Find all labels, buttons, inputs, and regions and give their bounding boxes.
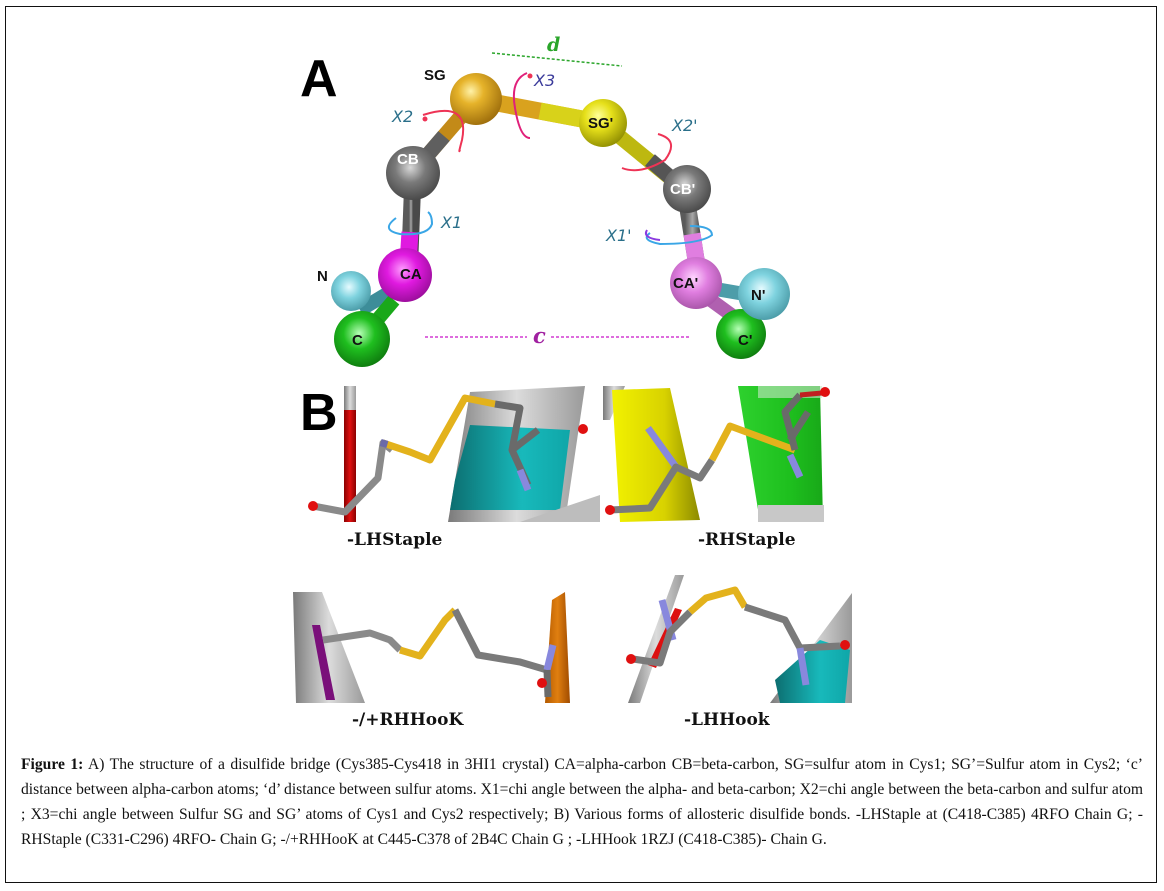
x3-rotation-arrow xyxy=(512,72,531,139)
subfigure-label-rhstaple: -RHStaple xyxy=(698,530,796,550)
c-distance-label: c xyxy=(533,323,546,348)
stick-nitrogen-small xyxy=(379,439,389,448)
subfigure-lhstaple: -LHStaple xyxy=(308,386,600,550)
atom-n xyxy=(331,271,371,311)
subfigure-rhstaple: -RHStaple xyxy=(603,386,830,550)
panel-a-letter: A xyxy=(300,50,338,108)
label-ca: CA xyxy=(400,266,422,283)
chi-label-x2: X2 xyxy=(391,107,413,126)
chi-label-x3: X3 xyxy=(533,71,555,90)
figure-frame xyxy=(5,6,1157,883)
stick-nitrogen xyxy=(645,425,679,470)
stick-branch xyxy=(509,427,541,453)
ribbon-cyan-sheet xyxy=(450,425,570,510)
chi-label-x2-prime: X2' xyxy=(671,116,698,135)
figure-1: A d c SG SG' CB xyxy=(293,34,852,730)
stick-nitrogen xyxy=(516,468,532,492)
stick-disulfide-hook xyxy=(398,607,458,660)
ribbon-yellow-sheet xyxy=(612,388,700,522)
atom-c-prime xyxy=(716,309,766,359)
label-sg-prime: SG' xyxy=(588,115,613,132)
ribbon-green-sheet xyxy=(738,386,823,522)
stick-nitrogen xyxy=(786,453,804,479)
stick-nitrogen xyxy=(543,644,557,671)
stick-oxygen xyxy=(799,390,823,398)
panel-a: A d c SG SG' CB xyxy=(300,34,790,367)
x1-rotation-arrow xyxy=(388,211,434,236)
stick-nitrogen xyxy=(796,647,810,686)
d-distance-label: d xyxy=(547,34,560,56)
chi-label-x1-prime: X1' xyxy=(605,226,632,245)
figure-caption: Figure 1: A) The structure of a disulfid… xyxy=(21,752,1143,852)
label-sg: SG xyxy=(424,67,446,84)
oxygen-atom xyxy=(605,505,615,515)
oxygen-atom xyxy=(626,654,636,664)
stick-branch xyxy=(787,410,811,442)
oxygen-atom xyxy=(820,387,830,397)
subfigure-lhhook: -LHHook xyxy=(626,575,852,730)
ribbon-purple-strand xyxy=(312,625,335,700)
x1-prime-rotation-arrow xyxy=(645,225,714,246)
ribbon-red-strand xyxy=(344,410,356,522)
ribbon-orange-strand xyxy=(545,592,570,703)
atom-cb-prime xyxy=(663,165,711,213)
label-cb-prime: CB' xyxy=(670,181,695,198)
label-n-prime: N' xyxy=(751,287,765,304)
subfigure-label-lhhook: -LHHook xyxy=(684,710,771,730)
oxygen-atom xyxy=(840,640,850,650)
stick-backbone-left xyxy=(609,458,715,514)
ca-n-bond xyxy=(356,285,394,317)
atom-n-prime xyxy=(738,268,790,320)
panel-b: B -LHStaple xyxy=(293,384,852,730)
oxygen-atom xyxy=(578,424,588,434)
atom-sg-prime xyxy=(579,99,627,147)
caption-label: Figure 1: xyxy=(21,756,84,773)
label-c-prime: C' xyxy=(738,332,752,349)
stick-backbone-left xyxy=(322,629,403,653)
stick-branch xyxy=(543,669,552,698)
x3-arrowhead-icon xyxy=(527,73,533,79)
stick-backbone-right xyxy=(743,603,841,652)
label-ca-prime: CA' xyxy=(673,275,698,292)
stick-backbone-right xyxy=(494,400,532,487)
atom-ca xyxy=(378,248,432,302)
ribbon-gray-strand xyxy=(628,575,684,703)
atom-c xyxy=(334,311,390,367)
ribbon-green-base xyxy=(758,505,824,522)
x2-arrowhead-icon xyxy=(422,116,428,122)
ribbon-gray-strand xyxy=(293,592,365,703)
panel-b-letter: B xyxy=(300,384,338,442)
ribbon-gray-corner xyxy=(520,495,600,522)
oxygen-atom xyxy=(537,678,547,688)
label-n: N xyxy=(317,268,328,285)
x1-prime-arrow-purple xyxy=(644,229,661,241)
caption-text: A) The structure of a disulfide bridge (… xyxy=(21,756,1143,848)
stick-backbone-right xyxy=(451,608,548,674)
label-cb: CB xyxy=(397,151,419,168)
stick-backbone-left xyxy=(632,609,693,667)
atom-ca-prime xyxy=(670,257,722,309)
subfigure-label-lhstaple: -LHStaple xyxy=(347,530,443,550)
x2-rotation-arrow xyxy=(422,110,465,153)
label-c: C xyxy=(352,332,363,349)
figure-illustration: A d c SG SG' CB xyxy=(293,34,852,730)
stick-disulfide-lhhook xyxy=(687,586,749,615)
x2-prime-rotation-arrow xyxy=(621,133,673,172)
atom-cb xyxy=(386,146,440,200)
atom-sg xyxy=(450,73,502,125)
d-distance-line xyxy=(491,52,623,67)
oxygen-atom xyxy=(308,501,318,511)
ribbon-cyan-sheet xyxy=(775,640,850,703)
stick-disulfide-rh xyxy=(708,422,797,462)
subfigure-label-rhhook: -/+RHHooK xyxy=(352,710,464,730)
chi-label-x1: X1 xyxy=(440,213,462,232)
subfigure-rhhook: -/+RHHooK xyxy=(293,592,570,730)
stick-disulfide-lh xyxy=(381,394,496,464)
